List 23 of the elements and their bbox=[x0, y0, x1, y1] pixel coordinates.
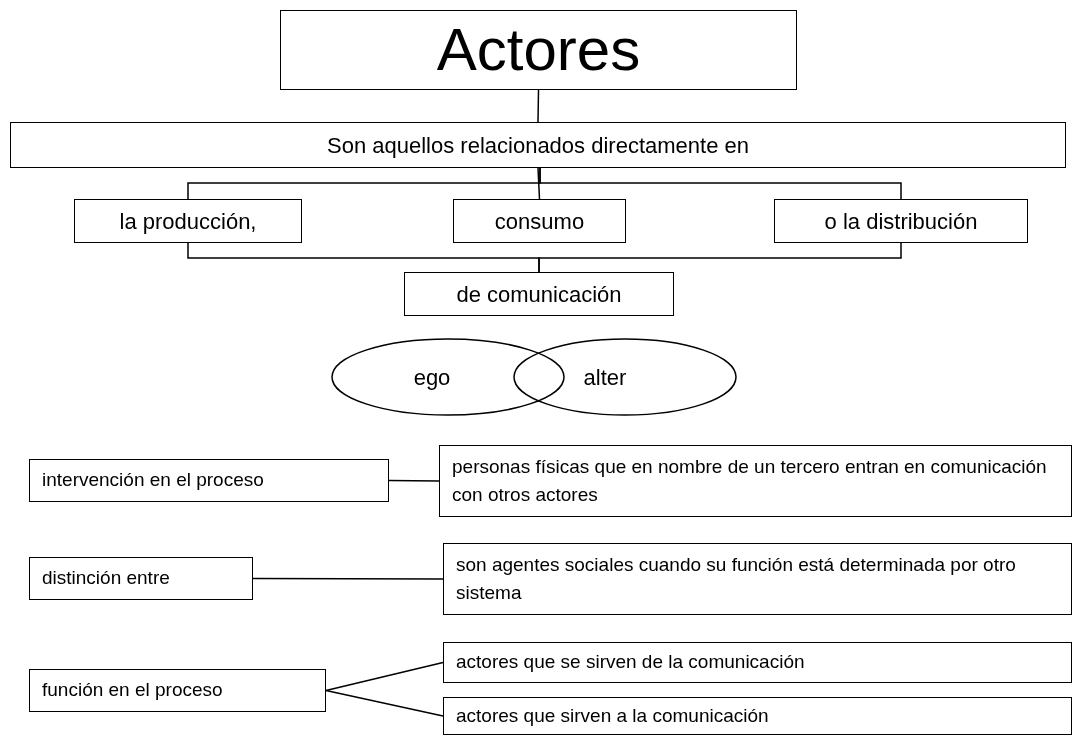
text-box: actores que se sirven de la comunicación bbox=[443, 642, 1072, 683]
text-box: distinción entre bbox=[29, 557, 253, 600]
ellipse-node: ego bbox=[331, 338, 565, 416]
text-box: actores que sirven a la comunicación bbox=[443, 697, 1072, 735]
connector-line bbox=[537, 89, 540, 123]
text-box: la producción, bbox=[74, 199, 302, 243]
text-box: Son aquellos relacionados directamente en bbox=[10, 122, 1066, 168]
text-box: intervención en el proceso bbox=[29, 459, 389, 502]
connector-line bbox=[252, 577, 444, 580]
connector-line bbox=[325, 661, 444, 692]
text-box: son agentes sociales cuando su función está determinada por otro sistema bbox=[443, 543, 1072, 615]
connector-line bbox=[325, 689, 444, 717]
connector-line bbox=[538, 242, 902, 273]
connector-line bbox=[388, 479, 440, 482]
text-box: Actores bbox=[280, 10, 797, 90]
connector-line bbox=[539, 167, 902, 200]
text-box: o la distribución bbox=[774, 199, 1028, 243]
text-box: consumo bbox=[453, 199, 626, 243]
text-box: de comunicación bbox=[404, 272, 674, 316]
connector-line bbox=[537, 167, 541, 200]
text-box: personas físicas que en nombre de un tercero entran en comunicación con otros actores bbox=[439, 445, 1072, 517]
text-box: función en el proceso bbox=[29, 669, 326, 712]
ellipse-node: alter bbox=[513, 338, 737, 416]
